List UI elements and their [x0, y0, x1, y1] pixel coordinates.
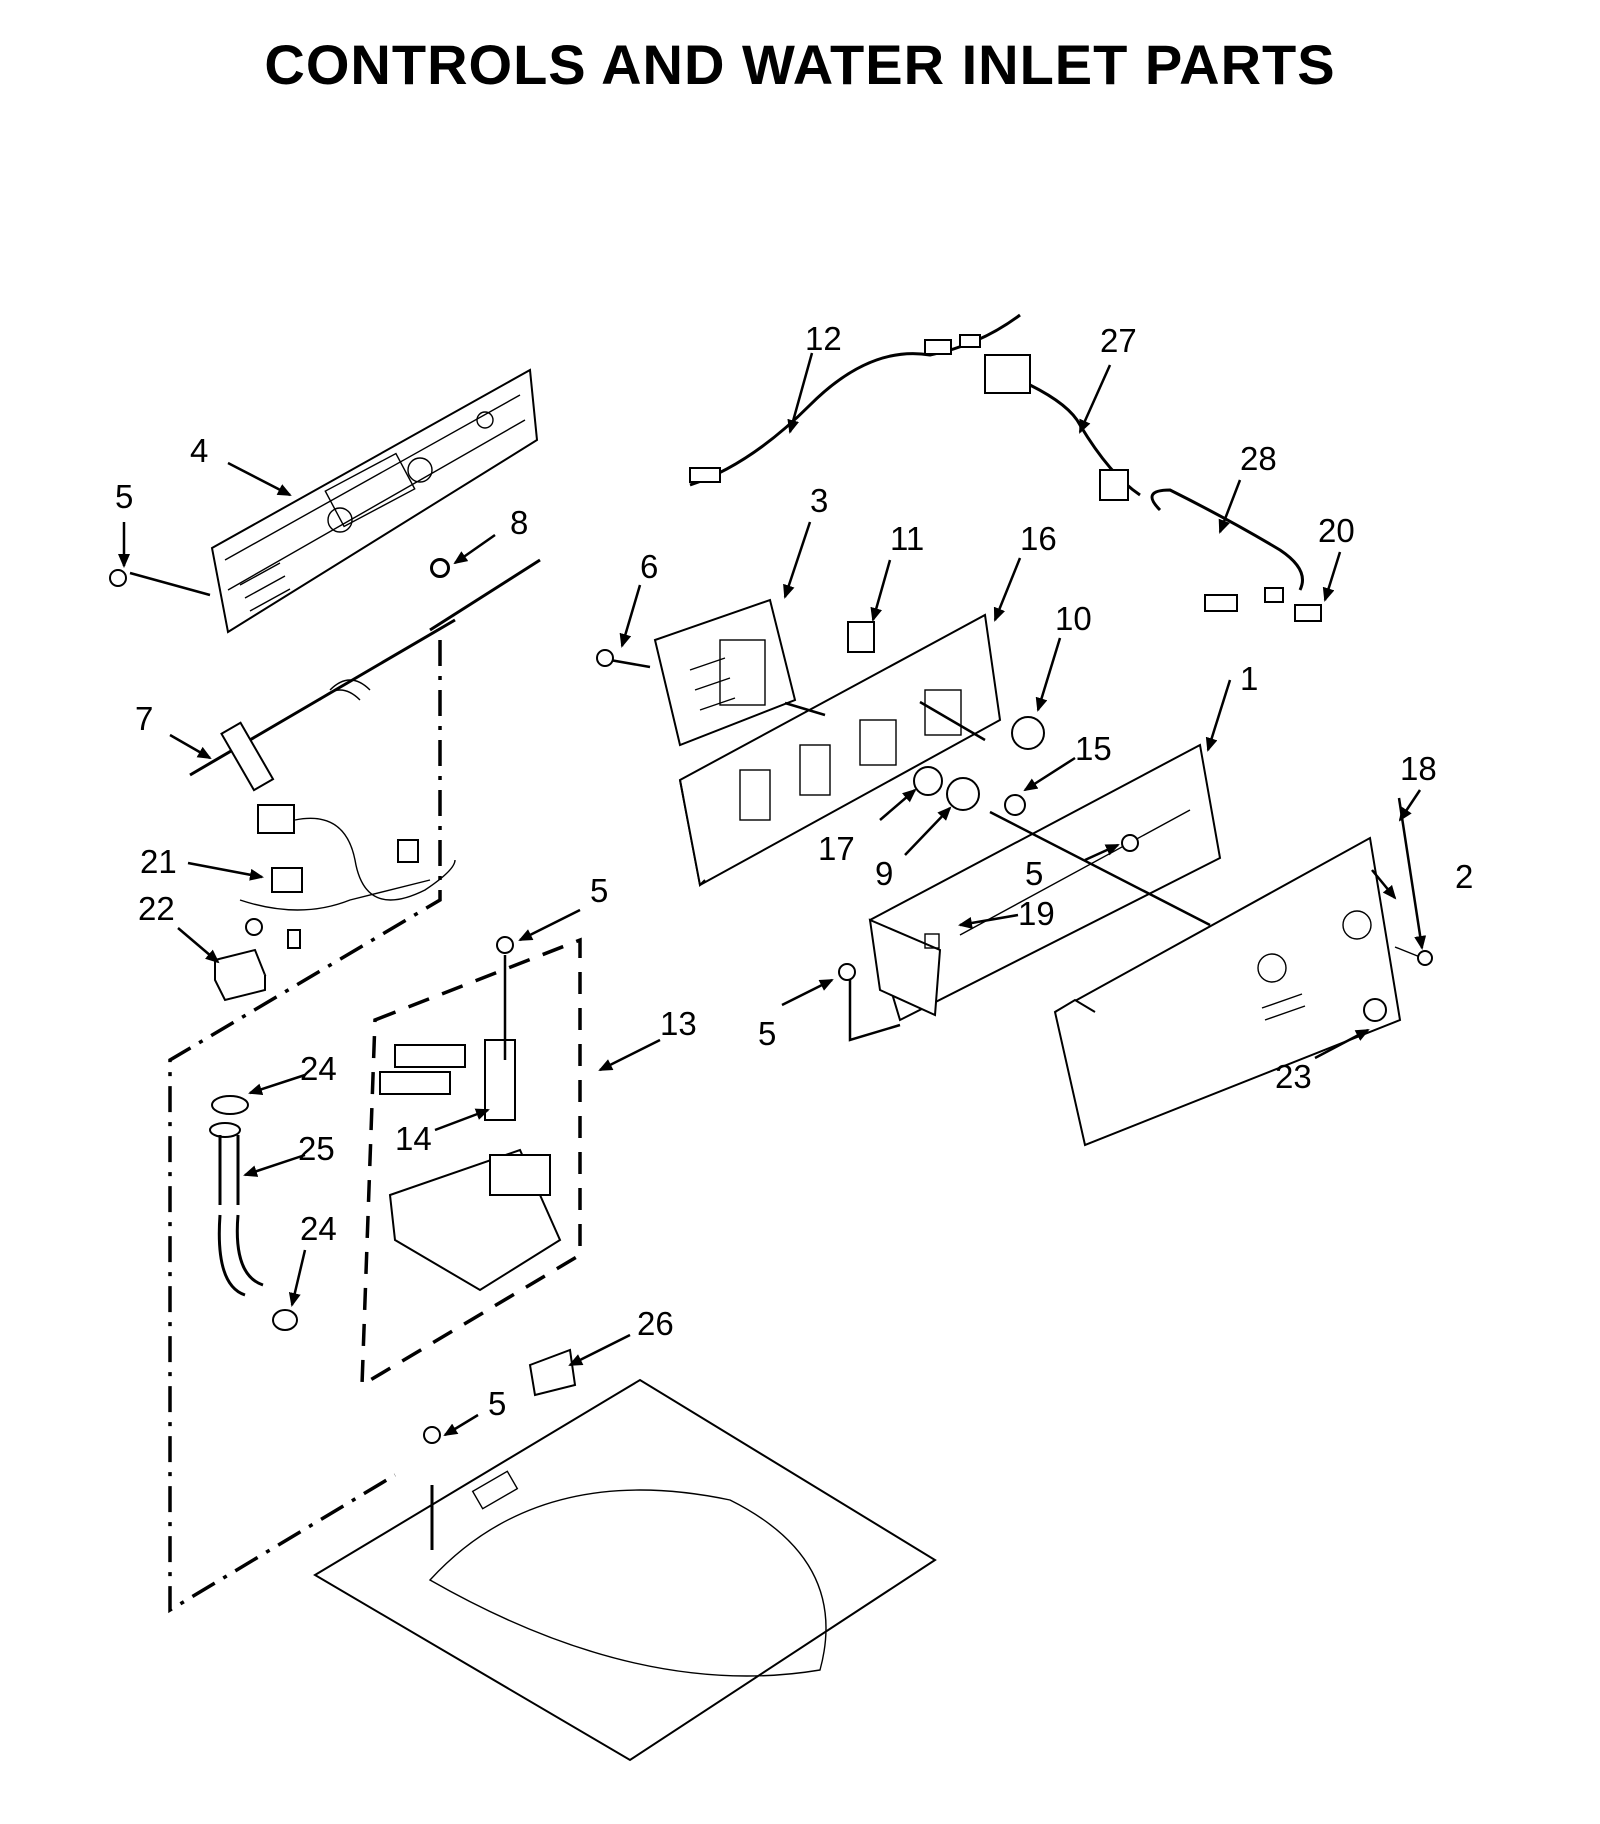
button-15: [1004, 794, 1026, 816]
callout-24: 24: [300, 1210, 337, 1247]
callout-10: 10: [1055, 600, 1092, 637]
callout-24: 24: [300, 1050, 337, 1087]
control-board: [653, 598, 797, 747]
callout-23: 23: [1275, 1058, 1312, 1095]
knob-10: [1011, 716, 1045, 750]
inlet-hose-25: [209, 1095, 298, 1331]
callout-1: 1: [1240, 660, 1258, 697]
callout-4: 4: [190, 432, 208, 469]
callout-5: 5: [488, 1385, 506, 1422]
wire-harness-21: [239, 804, 456, 949]
callout-17: 17: [818, 830, 855, 867]
lens-23: [1363, 998, 1387, 1022]
connector-20: [1294, 604, 1322, 622]
callout-22: 22: [138, 890, 175, 927]
callout-20: 20: [1318, 512, 1355, 549]
wire-harness-27: [984, 354, 1141, 501]
callout-5: 5: [590, 872, 608, 909]
callout-15: 15: [1075, 730, 1112, 767]
callout-14: 14: [395, 1120, 432, 1157]
callout-7: 7: [135, 700, 153, 737]
callout-5: 5: [115, 478, 133, 515]
control-console: [678, 613, 1002, 888]
cabinet-top-frame: [313, 1378, 937, 1762]
alignment-lines: [129, 571, 1211, 1060]
screw-2: [1394, 946, 1433, 966]
console-end-cap: [868, 743, 1222, 1022]
screw-icons: [109, 559, 1139, 1444]
rear-console-panel: [210, 368, 539, 634]
callout-12: 12: [805, 320, 842, 357]
callout-3: 3: [810, 482, 828, 519]
callout-18: 18: [1400, 750, 1437, 787]
knob-9: [946, 777, 980, 811]
callout-26: 26: [637, 1305, 674, 1342]
wire-harness-28: [1150, 488, 1304, 612]
callout-13: 13: [660, 1005, 697, 1042]
callout-21: 21: [140, 843, 177, 880]
console-front-panel: [1053, 836, 1402, 1147]
callout-25: 25: [298, 1130, 335, 1167]
encoder-11: [847, 621, 875, 653]
callout-5: 5: [1025, 855, 1043, 892]
diagram-title: CONTROLS AND WATER INLET PARTS: [264, 33, 1336, 96]
bezel-17: [913, 766, 943, 796]
callout-2: 2: [1455, 858, 1473, 895]
relay-22: [213, 948, 267, 1002]
callout-19: 19: [1018, 895, 1055, 932]
callout-leaders: [118, 352, 1427, 1437]
callout-8: 8: [510, 504, 528, 541]
assembly-line-left: [168, 640, 442, 1614]
bracket-26: [528, 1348, 577, 1397]
callout-9: 9: [875, 855, 893, 892]
callout-27: 27: [1100, 322, 1137, 359]
callout-11: 11: [890, 520, 924, 557]
callout-28: 28: [1240, 440, 1277, 477]
callout-labels: 4 5 8 7 21 22 5 13 14 24 25 24 26 5 12 2…: [115, 320, 1473, 1422]
callout-16: 16: [1020, 520, 1057, 557]
wire-harness-12: [689, 313, 1021, 487]
water-valve-group: [360, 937, 582, 1389]
callout-5: 5: [758, 1015, 776, 1052]
callout-6: 6: [640, 548, 658, 585]
